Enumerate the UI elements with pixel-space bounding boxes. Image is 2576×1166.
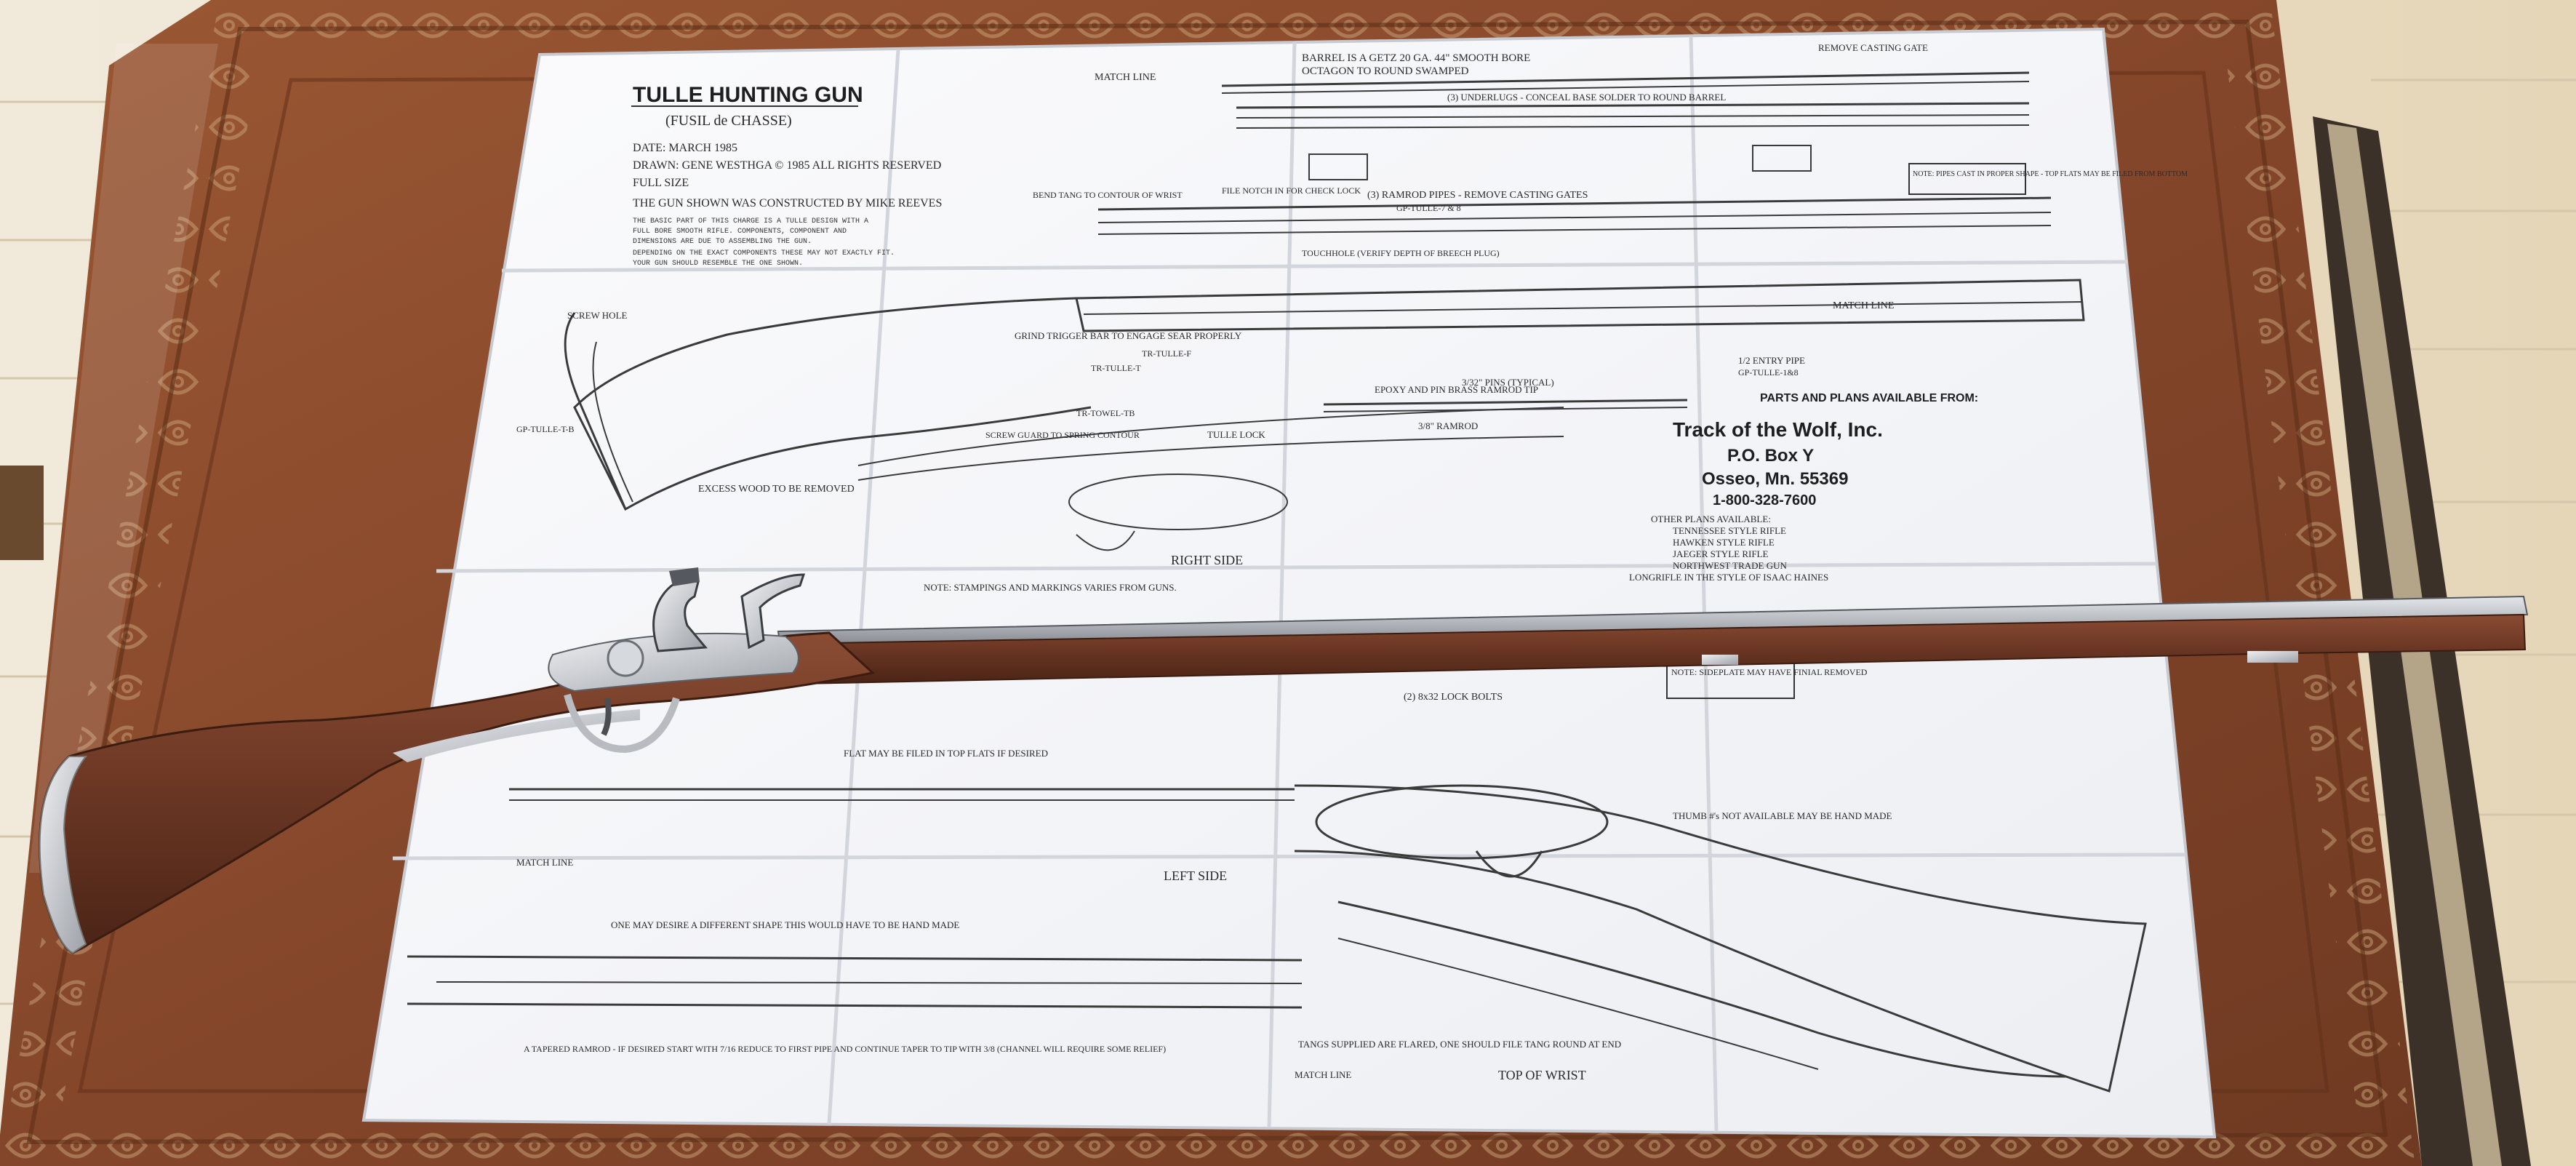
credit-2: FULL SIZE [633,177,689,189]
parts-available: PARTS AND PLANS AVAILABLE FROM: [1760,392,1978,404]
note-tulle-lock: TULLE LOCK [1207,429,1265,440]
note-barrel: BARREL IS A GETZ 20 GA. 44" SMOOTH BORE [1302,52,1530,64]
note-thumb: THUMB #'s NOT AVAILABLE MAY BE HAND MADE [1673,810,1892,821]
other-plan-5: LONGRIFLE IN THE STYLE OF ISAAC HAINES [1629,572,1828,583]
lower-drawings: NOTE: STAMPINGS AND MARKINGS VARIES FROM… [407,582,2147,1093]
note-tr-tulle: TR-TULLE-F [1142,348,1191,359]
note-flat-file: FLAT MAY BE FILED IN TOP FLATS IF DESIRE… [844,748,1048,759]
barrel-drawing-top: MATCH LINE BARREL IS A GETZ 20 GA. 44" S… [1033,42,2188,258]
fine-0: THE BASIC PART OF THIS CHARGE IS A TULLE… [633,217,868,225]
note-grind: GRIND TRIGGER BAR TO ENGAGE SEAR PROPERL… [1015,330,1242,341]
note-stampings: NOTE: STAMPINGS AND MARKINGS VARIES FROM… [924,582,1177,593]
note-gp-towel: GP-TULLE-T-B [516,424,575,434]
note-tr-tulle-2: TR-TULLE-T [1091,363,1141,373]
label-right-side: RIGHT SIDE [1171,553,1243,567]
flintlock-musket [39,567,2529,954]
other-plan-3: JAEGER STYLE RIFLE [1673,548,1769,559]
fine-4: YOUR GUN SHOULD RESEMBLE THE ONE SHOWN. [633,260,803,268]
note-pipe-part: GP-TULLE-7 & 8 [1396,203,1461,213]
note-lock-bolts: (2) 8x32 LOCK BOLTS [1404,692,1503,703]
stock-drawing-right: SCREW HOLE EXCESS WOOD TO BE REMOVED GP-… [516,279,2085,567]
other-plan-2: HAWKEN STYLE RIFLE [1673,537,1775,548]
note-entry-pipe: 1/2 ENTRY PIPE [1738,355,1805,366]
fine-2: DIMENSIONS ARE DUE TO ASSEMBLING THE GUN… [633,238,812,246]
musket-buttplate [39,756,88,954]
note-screw-guard: SCREW GUARD TO SPRING CONTOUR [985,430,1140,440]
title-block: TULLE HUNTING GUN (FUSIL de CHASSE) DATE… [631,83,942,268]
other-plan-1: TENNESSEE STYLE RIFLE [1673,525,1786,536]
note-tangs: TANGS SUPPLIED ARE FLARED, ONE SHOULD FI… [1298,1039,1621,1050]
note-undersleeve: (3) UNDERLUGS - CONCEAL BASE SOLDER TO R… [1447,92,1726,103]
credit-1: DRAWN: GENE WESTHGA © 1985 ALL RIGHTS RE… [633,159,941,172]
chair [0,466,44,560]
note-excess-wood: EXCESS WOOD TO BE REMOVED [698,484,855,495]
company-name: Track of the Wolf, Inc. [1673,418,1883,441]
note-tr-towel: TR-TOWEL-TB [1076,408,1135,418]
ramrod-drawing: EPOXY AND PIN BRASS RAMROD TIP 3/8" RAMR… [1323,384,1688,431]
other-plan-4: NORTHWEST TRADE GUN [1673,560,1788,571]
label-left-side: LEFT SIDE [1164,868,1227,883]
note-tapered: A TAPERED RAMROD - IF DESIRED START WITH… [524,1044,1166,1054]
plan-title: TULLE HUNTING GUN [633,83,863,107]
note-match-line-lower: MATCH LINE [516,857,573,868]
note-box: NOTE: PIPES CAST IN PROPER SHAPE - TOP F… [1913,170,2188,178]
note-entry-part: GP-TULLE-1&8 [1738,367,1799,378]
other-plans: OTHER PLANS AVAILABLE: [1651,514,1771,524]
note-wrist: BEND TANG TO CONTOUR OF WRIST [1033,190,1183,200]
note-match-line-bottom: MATCH LINE [1295,1069,1351,1080]
musket-trigger-guard [564,693,680,754]
note-file-notch: FILE NOTCH IN FOR CHECK LOCK [1222,185,1361,196]
note-touchhole: TOUCHHOLE (VERIFY DEPTH OF BREECH PLUG) [1302,248,1500,258]
fine-3: DEPENDING ON THE EXACT COMPONENTS THESE … [633,249,895,257]
fold-lines [392,36,2186,1133]
note-match-line-top: MATCH LINE [1095,72,1156,83]
phone: 1-800-328-7600 [1713,492,1816,508]
vendor-block: PARTS AND PLANS AVAILABLE FROM: Track of… [1629,392,1978,583]
note-remove-casting: REMOVE CASTING GATE [1818,42,1928,53]
fine-1: FULL BORE SMOOTH RIFLE. COMPONENTS, COMP… [633,228,847,236]
po-box: P.O. Box Y [1727,446,1814,466]
note-pipes: (3) RAMROD PIPES - REMOVE CASTING GATES [1367,190,1588,201]
note-sideplate: NOTE: SIDEPLATE MAY HAVE FINIAL REMOVED [1671,667,1868,677]
note-epoxy: EPOXY AND PIN BRASS RAMROD TIP [1375,384,1538,395]
musket-frizzen [740,573,806,650]
credit-3: THE GUN SHOWN WAS CONSTRUCTED BY MIKE RE… [633,197,942,209]
note-pins: 3/32" PINS (TYPICAL) [1462,377,1554,388]
note-barrel-2: OCTAGON TO ROUND SWAMPED [1302,65,1469,77]
note-match-line: MATCH LINE [1833,300,1894,311]
note-screw-hole: SCREW HOLE [567,310,628,321]
label-top-wrist: TOP OF WRIST [1498,1068,1586,1082]
note-different: ONE MAY DESIRE A DIFFERENT SHAPE THIS WO… [611,919,959,930]
credit-0: DATE: MARCH 1985 [633,142,737,154]
note-ramrod: 3/8" RAMROD [1418,420,1478,431]
city: Osseo, Mn. 55369 [1702,469,1848,489]
plan-subtitle: (FUSIL de CHASSE) [665,113,792,129]
